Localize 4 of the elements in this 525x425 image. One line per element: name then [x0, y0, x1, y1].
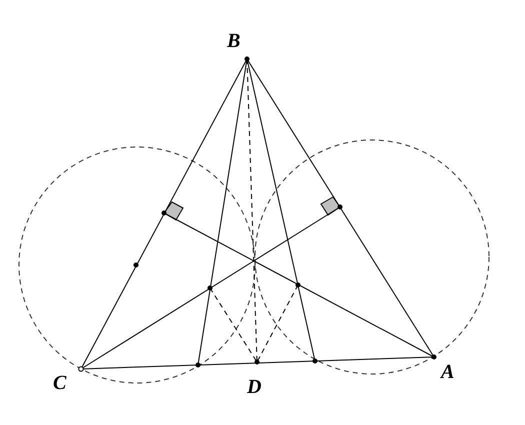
point-label: B	[227, 31, 240, 51]
point-label: C	[53, 373, 66, 393]
point-label: A	[441, 362, 454, 382]
point-label: D	[247, 377, 262, 397]
